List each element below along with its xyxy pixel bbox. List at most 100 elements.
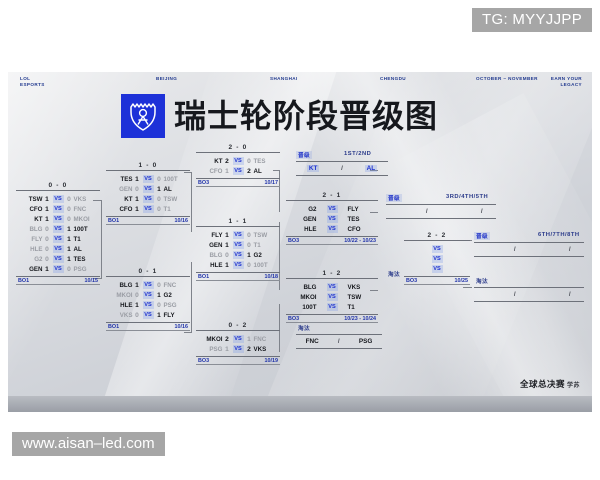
slot-separator: /	[337, 338, 340, 345]
match-row[interactable]: BLG VS VKS	[286, 282, 378, 292]
city-shanghai-label: SHANGHAI	[270, 76, 298, 81]
score-left: 2	[225, 157, 229, 165]
match-row[interactable]: GEN 0 VS 1 AL	[106, 184, 190, 194]
group-0-0: 0 - 0 TSW 1 VS 0 VKS CFO 1 VS 0 FNC KT 1…	[16, 182, 100, 285]
match-row[interactable]: HLE 1 VS 0 100T	[196, 260, 280, 270]
team-right: G2	[163, 291, 172, 299]
match-row[interactable]: PSG 1 VS 2 VKS	[196, 344, 280, 354]
score-left: 0	[45, 255, 49, 263]
match-row[interactable]: TES 1 VS 0 100T	[106, 174, 190, 184]
group-footer: BO1 10/16	[106, 323, 190, 331]
bracket-connector	[370, 170, 378, 171]
slot-separator: /	[568, 291, 571, 298]
score-right: 1	[67, 225, 71, 233]
slot-separator: /	[513, 246, 516, 253]
match-row[interactable]: CFO 1 VS 0 FNC	[16, 204, 100, 214]
group-matches: G2 VS FLY GEN VS TES HLE VS CFO	[286, 200, 378, 237]
eliminated-team-slot: FNC	[305, 338, 319, 345]
match-row[interactable]: 100T VS T1	[286, 302, 378, 312]
match-row[interactable]: TSW 1 VS 0 VKS	[16, 194, 100, 204]
match-row[interactable]: HLE VS CFO	[286, 224, 378, 234]
bracket-connector	[273, 170, 280, 171]
match-row[interactable]: BLG 1 VS 0 FNC	[106, 280, 190, 290]
group-0-1: 0 - 1 BLG 1 VS 0 FNC MKOI 0 VS 1 G2 HLE …	[106, 268, 190, 331]
match-row[interactable]: KT 1 VS 0 MKOI	[16, 214, 100, 224]
eliminate-label-right: 淘汰	[388, 272, 400, 278]
eliminate-box-mid[interactable]: / /	[474, 287, 584, 302]
vs-chip: VS	[142, 281, 154, 289]
match-row[interactable]: FLY 1 VS 0 TSW	[196, 230, 280, 240]
score-left: 1	[45, 265, 49, 273]
match-format: BO3	[406, 278, 418, 284]
team-left: FLY	[31, 235, 43, 243]
group-title: 2 - 1	[322, 192, 342, 199]
match-row[interactable]: KT 1 VS 0 TSW	[106, 194, 190, 204]
match-row[interactable]: FLY 0 VS 1 T1	[16, 234, 100, 244]
match-row[interactable]: HLE 0 VS 1 AL	[16, 244, 100, 254]
match-row[interactable]: CFO 1 VS 2 AL	[196, 166, 280, 176]
group-0-2: 0 - 2 MKOI 2 VS 1 FNC PSG 1 VS 2 VKS BO3…	[196, 322, 280, 365]
match-row[interactable]: BLG 0 VS 1 100T	[16, 224, 100, 234]
group-2-1: 2 - 1 G2 VS FLY GEN VS TES HLE VS	[286, 192, 378, 245]
vs-chip: VS	[326, 215, 338, 223]
score-left: 0	[45, 225, 49, 233]
match-row[interactable]: MKOI 0 VS 1 G2	[106, 290, 190, 300]
site-watermark: www.aisan–led.com	[12, 432, 165, 456]
match-row[interactable]: KT 2 VS 0 TES	[196, 156, 280, 166]
match-date: 10/17	[264, 180, 279, 186]
team-left: PSG	[209, 345, 223, 353]
qualify-rank-6th-7th-8th: 6TH/7TH/8TH	[538, 232, 580, 238]
group-1-1: 1 - 1 FLY 1 VS 0 TSW GEN 1 VS 0 T1 BLG 0…	[196, 218, 280, 281]
score-right: 1	[157, 291, 161, 299]
team-left: BLG	[209, 251, 223, 259]
team-right: FNC	[163, 281, 177, 289]
match-format: BO1	[108, 324, 120, 330]
team-right: TSW	[253, 231, 268, 239]
match-date: 10/23 - 10/24	[344, 316, 376, 322]
match-row[interactable]: CFO 1 VS 0 T1	[106, 204, 190, 214]
match-row[interactable]: VKS 0 VS 1 FLY	[106, 310, 190, 320]
eliminate-box-low[interactable]: FNC / PSG	[296, 334, 382, 349]
match-row[interactable]: GEN 1 VS 0 T1	[196, 240, 280, 250]
score-right: 2	[247, 345, 251, 353]
qualify-box-3rd-4th-5th[interactable]: / /	[386, 204, 496, 219]
match-row[interactable]: BLG 0 VS 1 G2	[196, 250, 280, 260]
group-1-0: 1 - 0 TES 1 VS 0 100T GEN 0 VS 1 AL KT 1…	[106, 162, 190, 225]
bracket-connector	[370, 290, 378, 291]
match-row[interactable]: GEN VS TES	[286, 214, 378, 224]
match-row[interactable]: G2 0 VS 1 TES	[16, 254, 100, 264]
match-row[interactable]: MKOI 2 VS 1 FNC	[196, 334, 280, 344]
match-row[interactable]: HLE 1 VS 0 PSG	[106, 300, 190, 310]
team-right: CFO	[347, 225, 361, 233]
match-row[interactable]: G2 VS FLY	[286, 204, 378, 214]
team-right: FNC	[73, 205, 87, 213]
team-left: 100T	[302, 303, 317, 311]
team-left: MKOI	[116, 291, 133, 299]
qualify-box-1st-2nd[interactable]: KT / AL	[296, 161, 388, 176]
vs-chip: VS	[232, 345, 244, 353]
bracket-connector	[93, 200, 102, 201]
qualify-box-6th-7th-8th[interactable]: / /	[474, 242, 584, 257]
team-left: MKOI	[300, 293, 317, 301]
score-right: 0	[157, 301, 161, 309]
earn-your-legacy-label: EARN YOUR LEGACY	[550, 76, 582, 87]
score-left: 1	[135, 175, 139, 183]
group-2-0: 2 - 0 KT 2 VS 0 TES CFO 1 VS 2 AL BO3 10…	[196, 144, 280, 187]
match-row[interactable]: VS	[404, 244, 470, 254]
vs-chip: VS	[142, 301, 154, 309]
score-left: 1	[45, 195, 49, 203]
score-right: 0	[247, 157, 251, 165]
score-right: 2	[247, 167, 251, 175]
match-row[interactable]: GEN 1 VS 0 PSG	[16, 264, 100, 274]
match-row[interactable]: MKOI VS TSW	[286, 292, 378, 302]
match-row[interactable]: VS	[404, 264, 470, 274]
score-right: 0	[247, 231, 251, 239]
vs-chip: VS	[52, 245, 64, 253]
group-title: 0 - 1	[138, 268, 158, 275]
bracket-connector	[184, 172, 192, 173]
team-left: KT	[124, 195, 133, 203]
bracket-connector	[101, 200, 102, 278]
match-row[interactable]: VS	[404, 254, 470, 264]
group-title: 2 - 2	[427, 232, 447, 239]
score-left: 0	[135, 291, 139, 299]
